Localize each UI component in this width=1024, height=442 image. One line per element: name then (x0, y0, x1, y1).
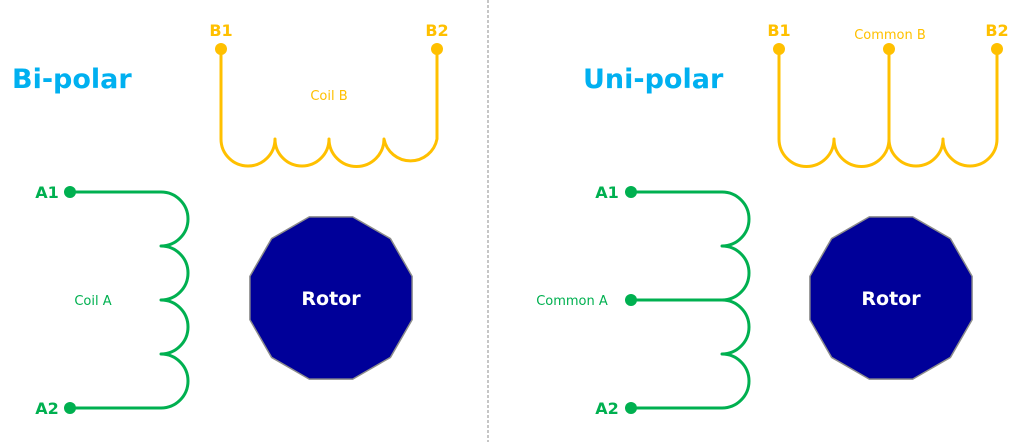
unipolar-panel: Uni-polar B1 Common B B2 A1 Common A A2 (536, 21, 1008, 418)
terminal-dot-a1[interactable] (64, 186, 76, 198)
terminal-label-b2: B2 (425, 21, 448, 40)
terminal-dot-common-a[interactable] (625, 294, 637, 306)
terminal-label-a1: A1 (595, 183, 619, 202)
unipolar-title: Uni-polar (583, 64, 724, 95)
terminal-dot-a2[interactable] (625, 402, 637, 414)
terminal-label-b1: B1 (209, 21, 232, 40)
bipolar-coil-a: A1 A2 Coil A (35, 183, 190, 418)
terminal-label-b2: B2 (985, 21, 1008, 40)
terminal-dot-b2[interactable] (991, 43, 1003, 55)
terminal-label-a2: A2 (595, 399, 619, 418)
coil-a-label: Coil A (74, 294, 111, 309)
rotor-shape (809, 216, 973, 380)
terminal-label-a2: A2 (35, 399, 59, 418)
coil-a-winding (68, 190, 190, 410)
unipolar-coil-b: B1 Common B B2 (767, 21, 1009, 168)
terminal-dot-b1[interactable] (215, 43, 227, 55)
bipolar-title: Bi-polar (12, 64, 132, 95)
bipolar-coil-b: B1 B2 Coil B (209, 21, 449, 168)
terminal-dot-a2[interactable] (64, 402, 76, 414)
terminal-label-a1: A1 (35, 183, 59, 202)
common-a-label: Common A (536, 294, 608, 309)
terminal-dot-common-b[interactable] (883, 43, 895, 55)
rotor-label: Rotor (301, 288, 361, 310)
common-b-label: Common B (854, 28, 926, 43)
coil-b-winding (219, 47, 439, 168)
bipolar-panel: Bi-polar B1 B2 Coil B A1 A2 Coil A Rotor (12, 21, 449, 418)
unipolar-coil-a: A1 Common A A2 (536, 183, 751, 418)
unipolar-rotor: Rotor (809, 216, 973, 380)
bipolar-rotor: Rotor (249, 216, 413, 380)
terminal-dot-b2[interactable] (431, 43, 443, 55)
terminal-dot-b1[interactable] (773, 43, 785, 55)
rotor-label: Rotor (861, 288, 921, 310)
terminal-dot-a1[interactable] (625, 186, 637, 198)
coil-b-label: Coil B (310, 89, 347, 104)
terminal-label-b1: B1 (767, 21, 790, 40)
rotor-shape (249, 216, 413, 380)
